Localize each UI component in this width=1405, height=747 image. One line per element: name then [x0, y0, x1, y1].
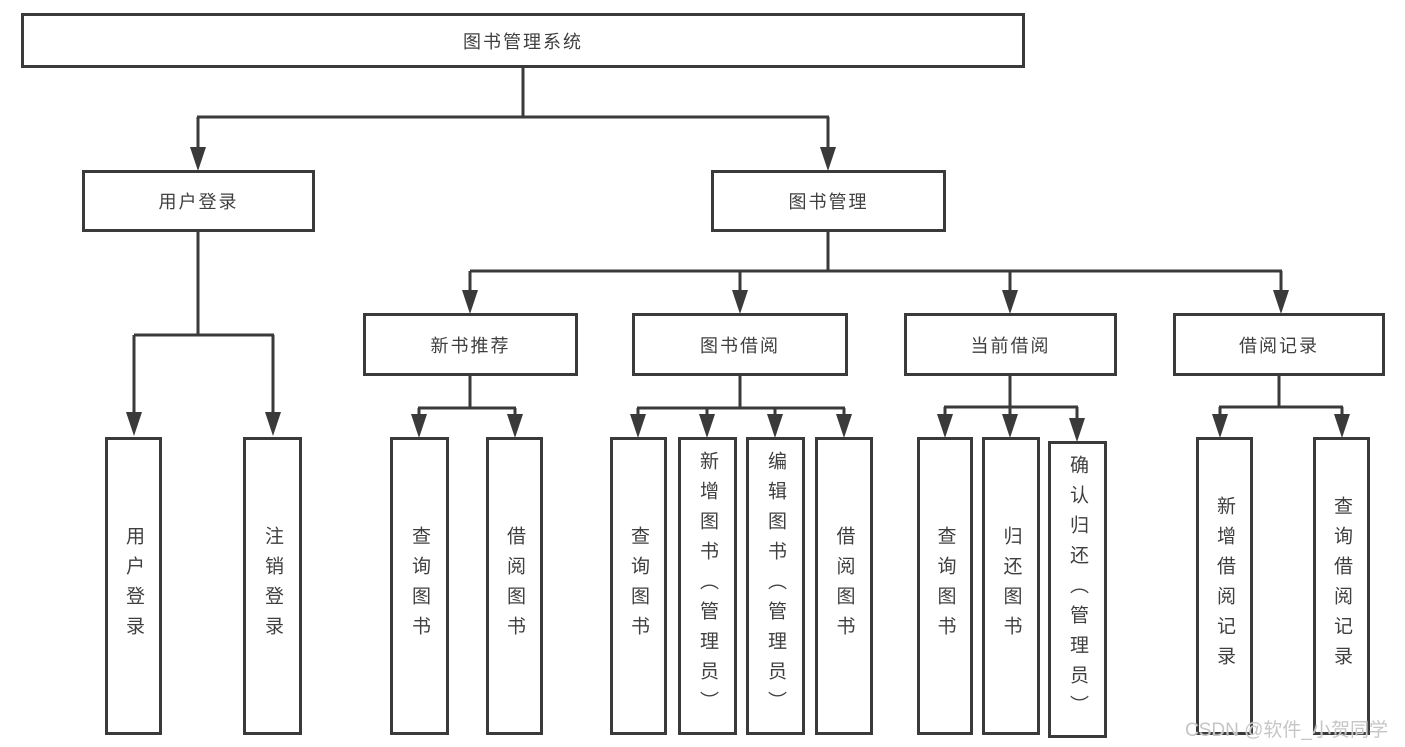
node-new-book-recommend: 新书推荐	[363, 313, 578, 376]
node-leaf-edit-book-admin-label: 编辑图书（管理员）	[765, 451, 786, 721]
node-root: 图书管理系统	[21, 13, 1025, 68]
node-leaf-query-books-3: 查询图书	[917, 437, 973, 735]
node-leaf-borrow-books-1: 借阅图书	[486, 437, 543, 735]
node-leaf-confirm-return-admin: 确认归还（管理员）	[1048, 441, 1107, 738]
node-leaf-logout: 注销登录	[243, 437, 302, 735]
node-book-borrow: 图书借阅	[632, 313, 848, 376]
node-leaf-user-login-label: 用户登录	[123, 526, 144, 646]
node-book-management: 图书管理	[711, 170, 946, 232]
node-leaf-add-borrow-record-label: 新增借阅记录	[1214, 496, 1235, 676]
node-leaf-return-books: 归还图书	[982, 437, 1040, 735]
node-leaf-borrow-books-2-label: 借阅图书	[833, 526, 855, 646]
node-leaf-query-books-2: 查询图书	[610, 437, 667, 735]
node-leaf-add-book-admin-label: 新增图书（管理员）	[697, 451, 718, 721]
node-book-borrow-label: 图书借阅	[700, 335, 780, 356]
node-leaf-borrow-books-2: 借阅图书	[815, 437, 873, 735]
node-leaf-edit-book-admin: 编辑图书（管理员）	[746, 437, 805, 735]
node-leaf-logout-label: 注销登录	[262, 526, 283, 646]
node-leaf-query-books-2-label: 查询图书	[628, 526, 649, 646]
node-root-label: 图书管理系统	[463, 31, 583, 52]
node-leaf-return-books-label: 归还图书	[1000, 526, 1022, 646]
node-leaf-confirm-return-admin-label: 确认归还（管理员）	[1067, 454, 1088, 725]
node-book-management-label: 图书管理	[788, 192, 869, 212]
node-current-borrow-label: 当前借阅	[970, 335, 1051, 356]
node-leaf-query-books-1: 查询图书	[390, 437, 449, 735]
watermark: CSDN @软件_小贺同学	[1185, 720, 1388, 741]
node-leaf-query-borrow-record-label: 查询借阅记录	[1331, 496, 1352, 676]
node-leaf-add-borrow-record: 新增借阅记录	[1196, 437, 1253, 735]
node-current-borrow: 当前借阅	[904, 313, 1117, 376]
node-leaf-query-books-1-label: 查询图书	[409, 526, 430, 646]
node-leaf-user-login: 用户登录	[105, 437, 162, 735]
node-borrow-records: 借阅记录	[1173, 313, 1385, 376]
node-leaf-borrow-books-1-label: 借阅图书	[504, 526, 525, 646]
node-new-book-recommend-label: 新书推荐	[430, 335, 511, 356]
node-user-login-label: 用户登录	[158, 192, 239, 212]
node-leaf-query-books-3-label: 查询图书	[934, 526, 956, 646]
node-user-login: 用户登录	[82, 170, 315, 232]
node-leaf-query-borrow-record: 查询借阅记录	[1313, 437, 1370, 735]
node-leaf-add-book-admin: 新增图书（管理员）	[678, 437, 737, 735]
node-borrow-records-label: 借阅记录	[1239, 335, 1319, 356]
